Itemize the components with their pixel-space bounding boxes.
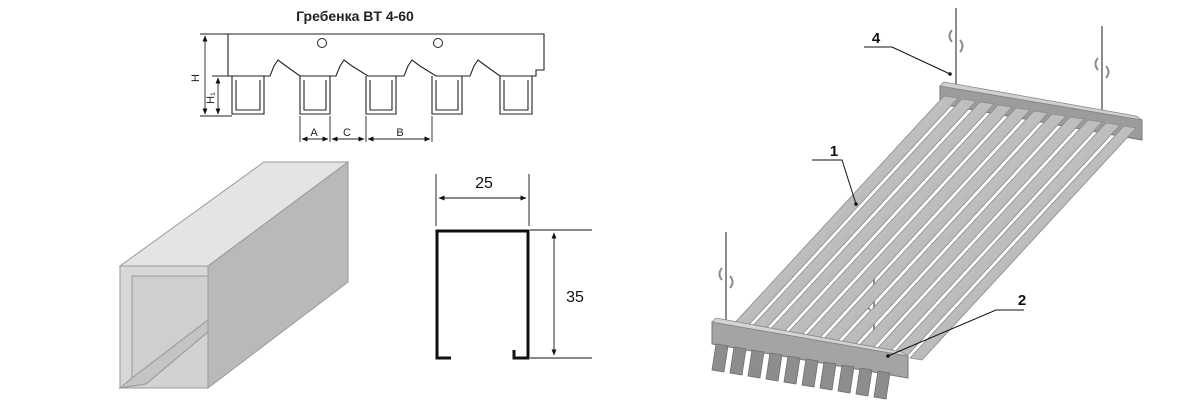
- dim-acb: [299, 116, 433, 142]
- ceiling-slats: [729, 95, 1137, 361]
- dim-h1-label: H₁: [205, 92, 217, 104]
- callout-2: 2: [1018, 292, 1026, 309]
- dim-b-label: B: [396, 127, 403, 139]
- comb-hole: [433, 38, 443, 48]
- callout-dots: [854, 72, 952, 358]
- comb-hole: [317, 38, 327, 48]
- profile-height-label: 35: [566, 289, 584, 306]
- profile-section-shape: [435, 229, 530, 360]
- front-slat-ends: [711, 343, 891, 400]
- callout-1: 1: [830, 143, 838, 160]
- comb-slots: [231, 76, 533, 115]
- profile-width-label: 25: [475, 175, 493, 192]
- callout-4: 4: [872, 30, 881, 47]
- callout-lines: [812, 46, 1024, 357]
- dim-h: [200, 33, 232, 117]
- dim-a-label: A: [310, 127, 318, 139]
- comb-drawing: Гребенка BT 4-60 H: [190, 8, 545, 142]
- dim-c-label: C: [343, 127, 351, 139]
- dim-h1: [212, 75, 232, 115]
- dim-h-label: H: [190, 74, 202, 82]
- ceiling-assembly: 1 4 2: [711, 8, 1143, 400]
- profile-section: 25 35: [435, 174, 592, 360]
- comb-outline: [227, 33, 545, 77]
- profile-3d: [118, 161, 350, 390]
- comb-title: Гребенка BT 4-60: [296, 8, 414, 24]
